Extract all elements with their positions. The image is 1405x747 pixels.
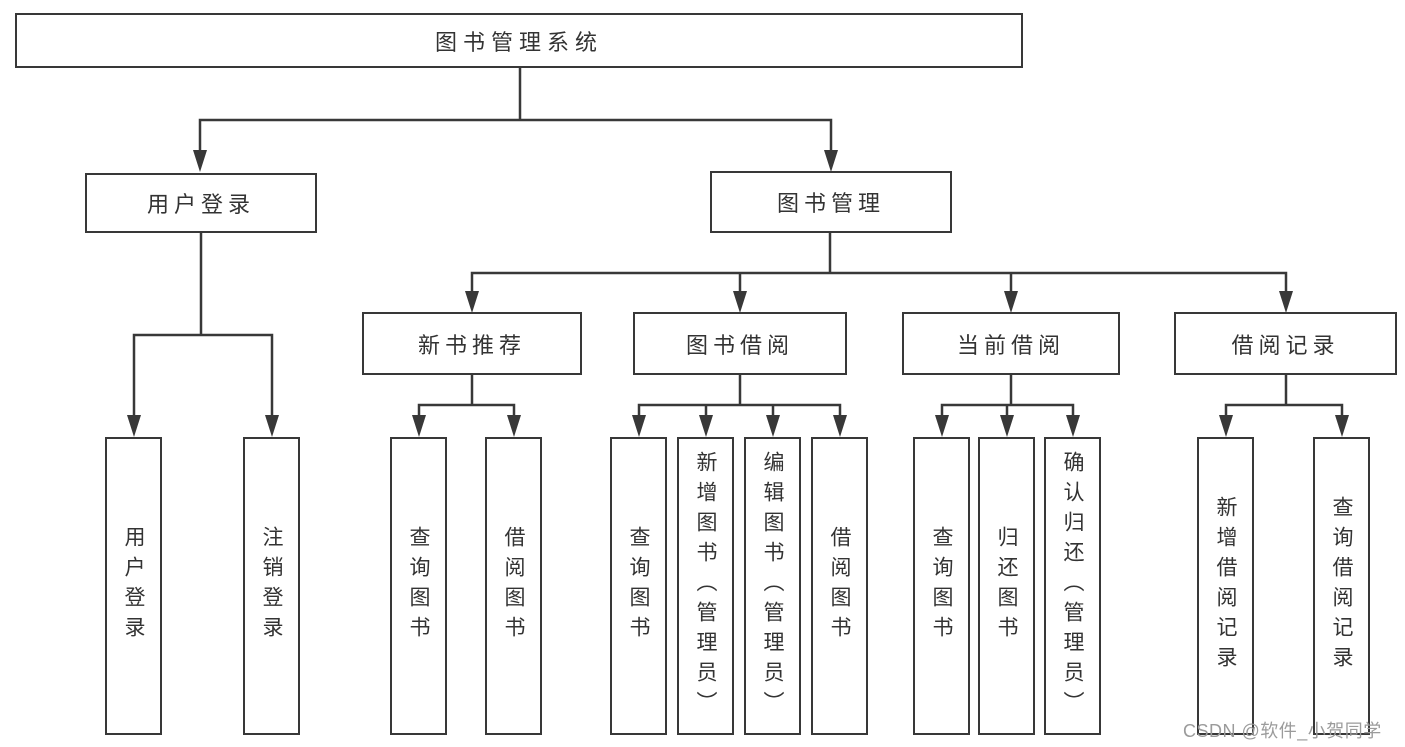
node-book-borrowing: 图书借阅 <box>633 312 847 375</box>
node-label: 图书管理 <box>776 191 885 216</box>
node-label: 新增借阅记录 <box>1214 496 1237 676</box>
leaf-confirm-return-admin: 确认归还（管理员） <box>1044 437 1101 735</box>
leaf-query-books-recommend: 查询图书 <box>390 437 447 735</box>
node-borrowing-records: 借阅记录 <box>1174 312 1397 375</box>
node-label: 查询借阅记录 <box>1330 496 1353 676</box>
leaf-add-borrow-record: 新增借阅记录 <box>1197 437 1254 735</box>
node-label: 借阅图书 <box>502 526 525 646</box>
leaf-user-login: 用户登录 <box>105 437 162 735</box>
leaf-return-books: 归还图书 <box>978 437 1035 735</box>
node-library-management-system: 图书管理系统 <box>15 13 1023 68</box>
node-label: 注销登录 <box>260 526 283 646</box>
leaf-add-books-admin: 新增图书（管理员） <box>677 437 734 735</box>
node-label: 用户登录 <box>146 192 255 217</box>
node-label: 新书推荐 <box>417 332 526 358</box>
node-label: 确认归还（管理员） <box>1061 451 1084 721</box>
leaf-query-books-borrow: 查询图书 <box>610 437 667 735</box>
node-label: 查询图书 <box>627 526 650 646</box>
node-book-management: 图书管理 <box>710 171 952 233</box>
node-label: 当前借阅 <box>956 332 1065 358</box>
node-new-book-recommendation: 新书推荐 <box>362 312 582 375</box>
node-label: 查询图书 <box>407 526 430 646</box>
leaf-edit-books-admin: 编辑图书（管理员） <box>744 437 801 735</box>
node-label: 新增图书（管理员） <box>694 451 717 721</box>
csdn-watermark: CSDN @软件_小贺同学 <box>1183 721 1382 741</box>
leaf-query-borrow-record: 查询借阅记录 <box>1313 437 1370 735</box>
node-label: 用户登录 <box>122 526 145 646</box>
node-current-borrowing: 当前借阅 <box>902 312 1120 375</box>
leaf-query-books-current: 查询图书 <box>913 437 970 735</box>
node-label: 图书管理系统 <box>434 29 603 55</box>
node-label: 图书借阅 <box>685 332 794 358</box>
node-label: 归还图书 <box>995 526 1018 646</box>
node-user-login: 用户登录 <box>85 173 317 233</box>
leaf-logout: 注销登录 <box>243 437 300 735</box>
node-label: 查询图书 <box>930 526 953 646</box>
node-label: 编辑图书（管理员） <box>761 451 784 721</box>
node-label: 借阅记录 <box>1231 332 1340 358</box>
leaf-borrow-books-recommend: 借阅图书 <box>485 437 542 735</box>
leaf-borrow-books: 借阅图书 <box>811 437 868 735</box>
node-label: 借阅图书 <box>828 526 851 646</box>
